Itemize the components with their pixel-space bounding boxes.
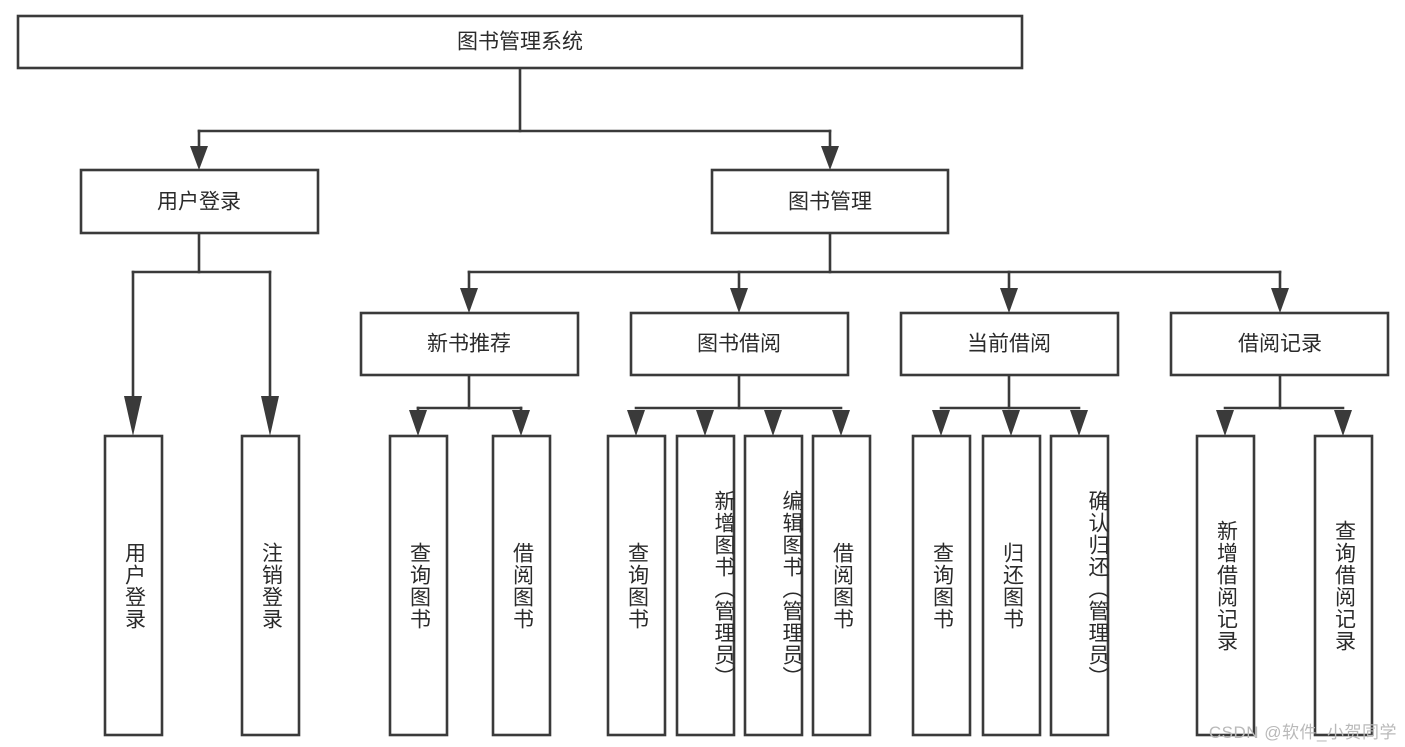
node-root[interactable]: 图书管理系统 xyxy=(16,14,1024,70)
node-new-recommend-box[interactable] xyxy=(359,311,580,377)
node-current-borrow-box[interactable] xyxy=(899,311,1120,377)
connector-group-borrow-records xyxy=(1216,373,1352,436)
node-new-recommend-label: 新书推荐 xyxy=(427,333,511,356)
connector-group-user-login xyxy=(124,231,279,436)
node-book-manage-label: 图书管理 xyxy=(788,191,872,214)
leaf-box-user-login[interactable] xyxy=(103,434,164,737)
connector-group-book-borrow xyxy=(627,373,850,436)
connector-group-current-borrow xyxy=(932,373,1088,436)
leaf-box-cb-return-book[interactable] xyxy=(981,434,1042,737)
node-current-borrow-label: 当前借阅 xyxy=(967,333,1051,356)
arrow-head-cb-leaf-1 xyxy=(932,410,950,436)
arrow-head-nr-leaf-1 xyxy=(409,410,427,436)
node-root-label: 图书管理系统 xyxy=(457,31,583,54)
node-book-borrow-label: 图书借阅 xyxy=(697,333,781,356)
arrow-head-book-borrow xyxy=(730,288,748,313)
connector-group-root xyxy=(190,66,839,170)
leaf-box-bb-query-book[interactable] xyxy=(606,434,667,737)
leaf-box-bb-add-book[interactable] xyxy=(675,434,736,737)
node-new-recommend[interactable]: 新书推荐 xyxy=(359,311,580,377)
arrow-head-current-borrow xyxy=(1000,288,1018,313)
node-book-borrow[interactable]: 图书借阅 xyxy=(629,311,850,377)
node-user-login-box[interactable] xyxy=(79,168,320,235)
arrow-head-book-manage xyxy=(821,146,839,170)
node-borrow-records-box[interactable] xyxy=(1169,311,1390,377)
arrow-head-leaf-user-login xyxy=(124,396,142,436)
node-book-manage-box[interactable] xyxy=(710,168,950,235)
leaf-box-br-query-record[interactable] xyxy=(1313,434,1374,737)
node-current-borrow[interactable]: 当前借阅 xyxy=(899,311,1120,377)
connector-group-new-recommend xyxy=(409,373,530,436)
node-user-login[interactable]: 用户登录 xyxy=(79,168,320,235)
node-borrow-records-label: 借阅记录 xyxy=(1238,333,1322,356)
arrow-head-bb-leaf-2 xyxy=(696,410,714,436)
node-book-manage[interactable]: 图书管理 xyxy=(710,168,950,235)
leaf-box-cb-confirm-return[interactable] xyxy=(1049,434,1110,737)
leaf-box-nr-query-book[interactable] xyxy=(388,434,449,737)
arrow-head-leaf-logout xyxy=(261,396,279,436)
node-borrow-records[interactable]: 借阅记录 xyxy=(1169,311,1390,377)
arrow-head-bb-leaf-3 xyxy=(764,410,782,436)
leaf-box-bb-borrow-book[interactable] xyxy=(811,434,872,737)
leaf-box-bb-edit-book[interactable] xyxy=(743,434,804,737)
leaf-box-br-add-record[interactable] xyxy=(1195,434,1256,737)
arrow-head-cb-leaf-2 xyxy=(1002,410,1020,436)
node-user-login-label: 用户登录 xyxy=(157,191,241,214)
arrow-head-user-login xyxy=(190,146,208,170)
leaf-box-logout[interactable] xyxy=(240,434,301,737)
leaf-box-cb-query-book[interactable] xyxy=(911,434,972,737)
arrow-head-borrow-records xyxy=(1271,288,1289,313)
watermark-text: CSDN @软件_小贺同学 xyxy=(1208,723,1397,742)
leaf-box-nr-borrow-book[interactable] xyxy=(491,434,552,737)
connector-group-book-manage xyxy=(460,231,1289,313)
arrow-head-br-leaf-2 xyxy=(1334,410,1352,436)
node-book-borrow-box[interactable] xyxy=(629,311,850,377)
arrow-head-br-leaf-1 xyxy=(1216,410,1234,436)
arrow-head-bb-leaf-1 xyxy=(627,410,645,436)
arrow-head-cb-leaf-3 xyxy=(1070,410,1088,436)
arrow-head-new-recommend xyxy=(460,288,478,313)
arrow-head-nr-leaf-2 xyxy=(512,410,530,436)
node-root-box[interactable] xyxy=(16,14,1024,70)
arrow-head-bb-leaf-4 xyxy=(832,410,850,436)
